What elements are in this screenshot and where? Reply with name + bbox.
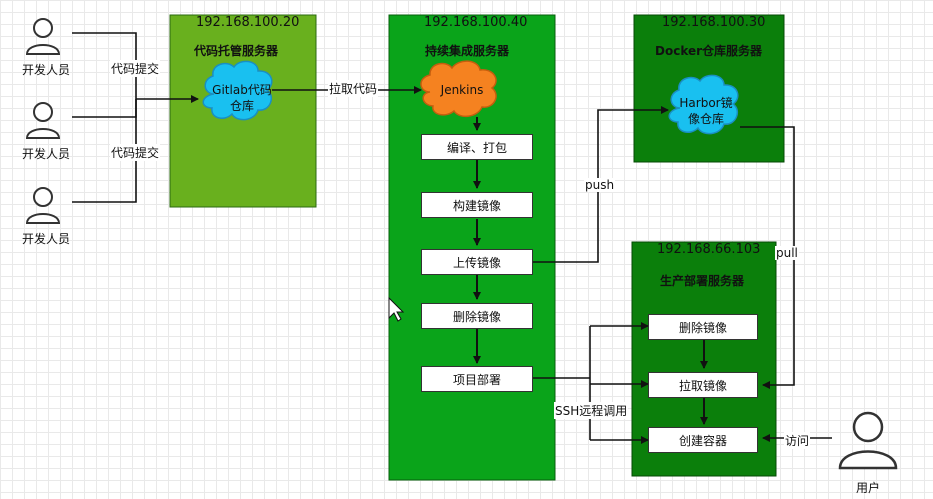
developer-label: 开发人员 [22,232,71,246]
prod-step-create-container: 创建容器 [648,427,758,453]
ci-step-compile: 编译、打包 [421,134,533,160]
harbor-node-line2: 像仓库 [687,112,724,126]
pull-code-label: 拉取代码 [328,80,379,97]
gitlab-node-line2: 仓库 [229,99,254,113]
harbor-node-label: Harbor镜 像仓库 [670,95,742,127]
prod-step-pull-image: 拉取镜像 [648,372,758,398]
prod-title: 生产部署服务器 [660,274,745,288]
commit-label: 代码提交 [110,60,161,77]
ci-step-deploy: 项目部署 [421,366,533,392]
developer-icon [25,187,61,224]
harbor-node-line1: Harbor镜 [679,96,733,110]
gitlab-ip: 192.168.100.20 [196,15,300,30]
mouse-cursor-icon [388,296,405,322]
ci-step-build-image: 构建镜像 [421,192,533,218]
ci-step-upload-image: 上传镜像 [421,249,533,275]
docker-title: Docker仓库服务器 [655,44,763,58]
gitlab-title: 代码托管服务器 [194,44,279,58]
developer-label: 开发人员 [22,147,71,161]
pull-label: pull [775,246,799,260]
visit-label: 访问 [784,432,811,449]
ci-title: 持续集成服务器 [425,44,510,58]
ssh-label: SSH远程调用 [554,402,629,419]
ssh-connector [533,322,649,444]
docker-ip: 192.168.100.30 [662,15,766,30]
user-label: 用户 [856,481,881,495]
user-icon [838,411,898,470]
gitlab-cloud [202,60,273,121]
gitlab-node-label: Gitlab代码 仓库 [206,82,278,114]
developer-icon [25,18,61,55]
developer-label: 开发人员 [22,63,71,77]
gitlab-node-line1: Gitlab代码 [212,83,272,97]
push-label: push [584,178,616,192]
prod-step-delete-image: 删除镜像 [648,314,758,340]
jenkins-node-label: Jenkins [440,83,484,97]
harbor-cloud [668,74,739,135]
jenkins-cloud [420,60,497,118]
ci-step-delete-image: 删除镜像 [421,303,533,329]
developer-icon [25,102,61,139]
commit-label: 代码提交 [110,144,161,161]
prod-ip: 192.168.66.103 [657,242,761,257]
commit-connector [72,32,199,203]
ci-ip: 192.168.100.40 [424,15,528,30]
